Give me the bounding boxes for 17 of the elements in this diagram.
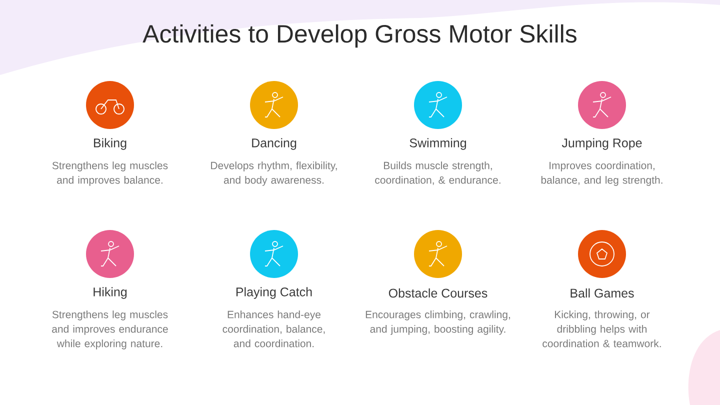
title: Activities to Develop Gross Motor Skills [142, 24, 576, 48]
activity-description: Develops rhythm, flexibility, and body awareness. [211, 162, 337, 186]
activity-description: Strengthens leg muscles and improves endurance while exploring nature. [52, 310, 168, 350]
activity-description: Kicking, throwing, or dribbling helps with coordination & teamwork. [542, 310, 661, 348]
activity-heading: Hiking [94, 287, 127, 299]
activity-heading: Jumping Rope [562, 138, 642, 150]
activity-description: Encourages climbing, crawling, and jumping, boosting agility. [366, 310, 510, 335]
activity-heading: Dancing [252, 138, 296, 150]
activity-heading: Ball Games [570, 288, 634, 298]
activity-heading: Biking [94, 138, 126, 150]
activity-heading: Obstacle Courses [388, 288, 488, 298]
activity-description: Builds muscle strength, coordination, & endurance. [375, 162, 500, 185]
activity-heading: Playing Catch [236, 287, 312, 299]
activity-heading: Swimming [410, 138, 466, 150]
activity-description: Enhances hand-eye coordination, balance, and coordination. [222, 310, 325, 348]
activity-description: Strengthens leg muscles and improves balance. [52, 162, 168, 186]
activity-description: Improves coordination, balance, and leg strength. [541, 162, 662, 186]
